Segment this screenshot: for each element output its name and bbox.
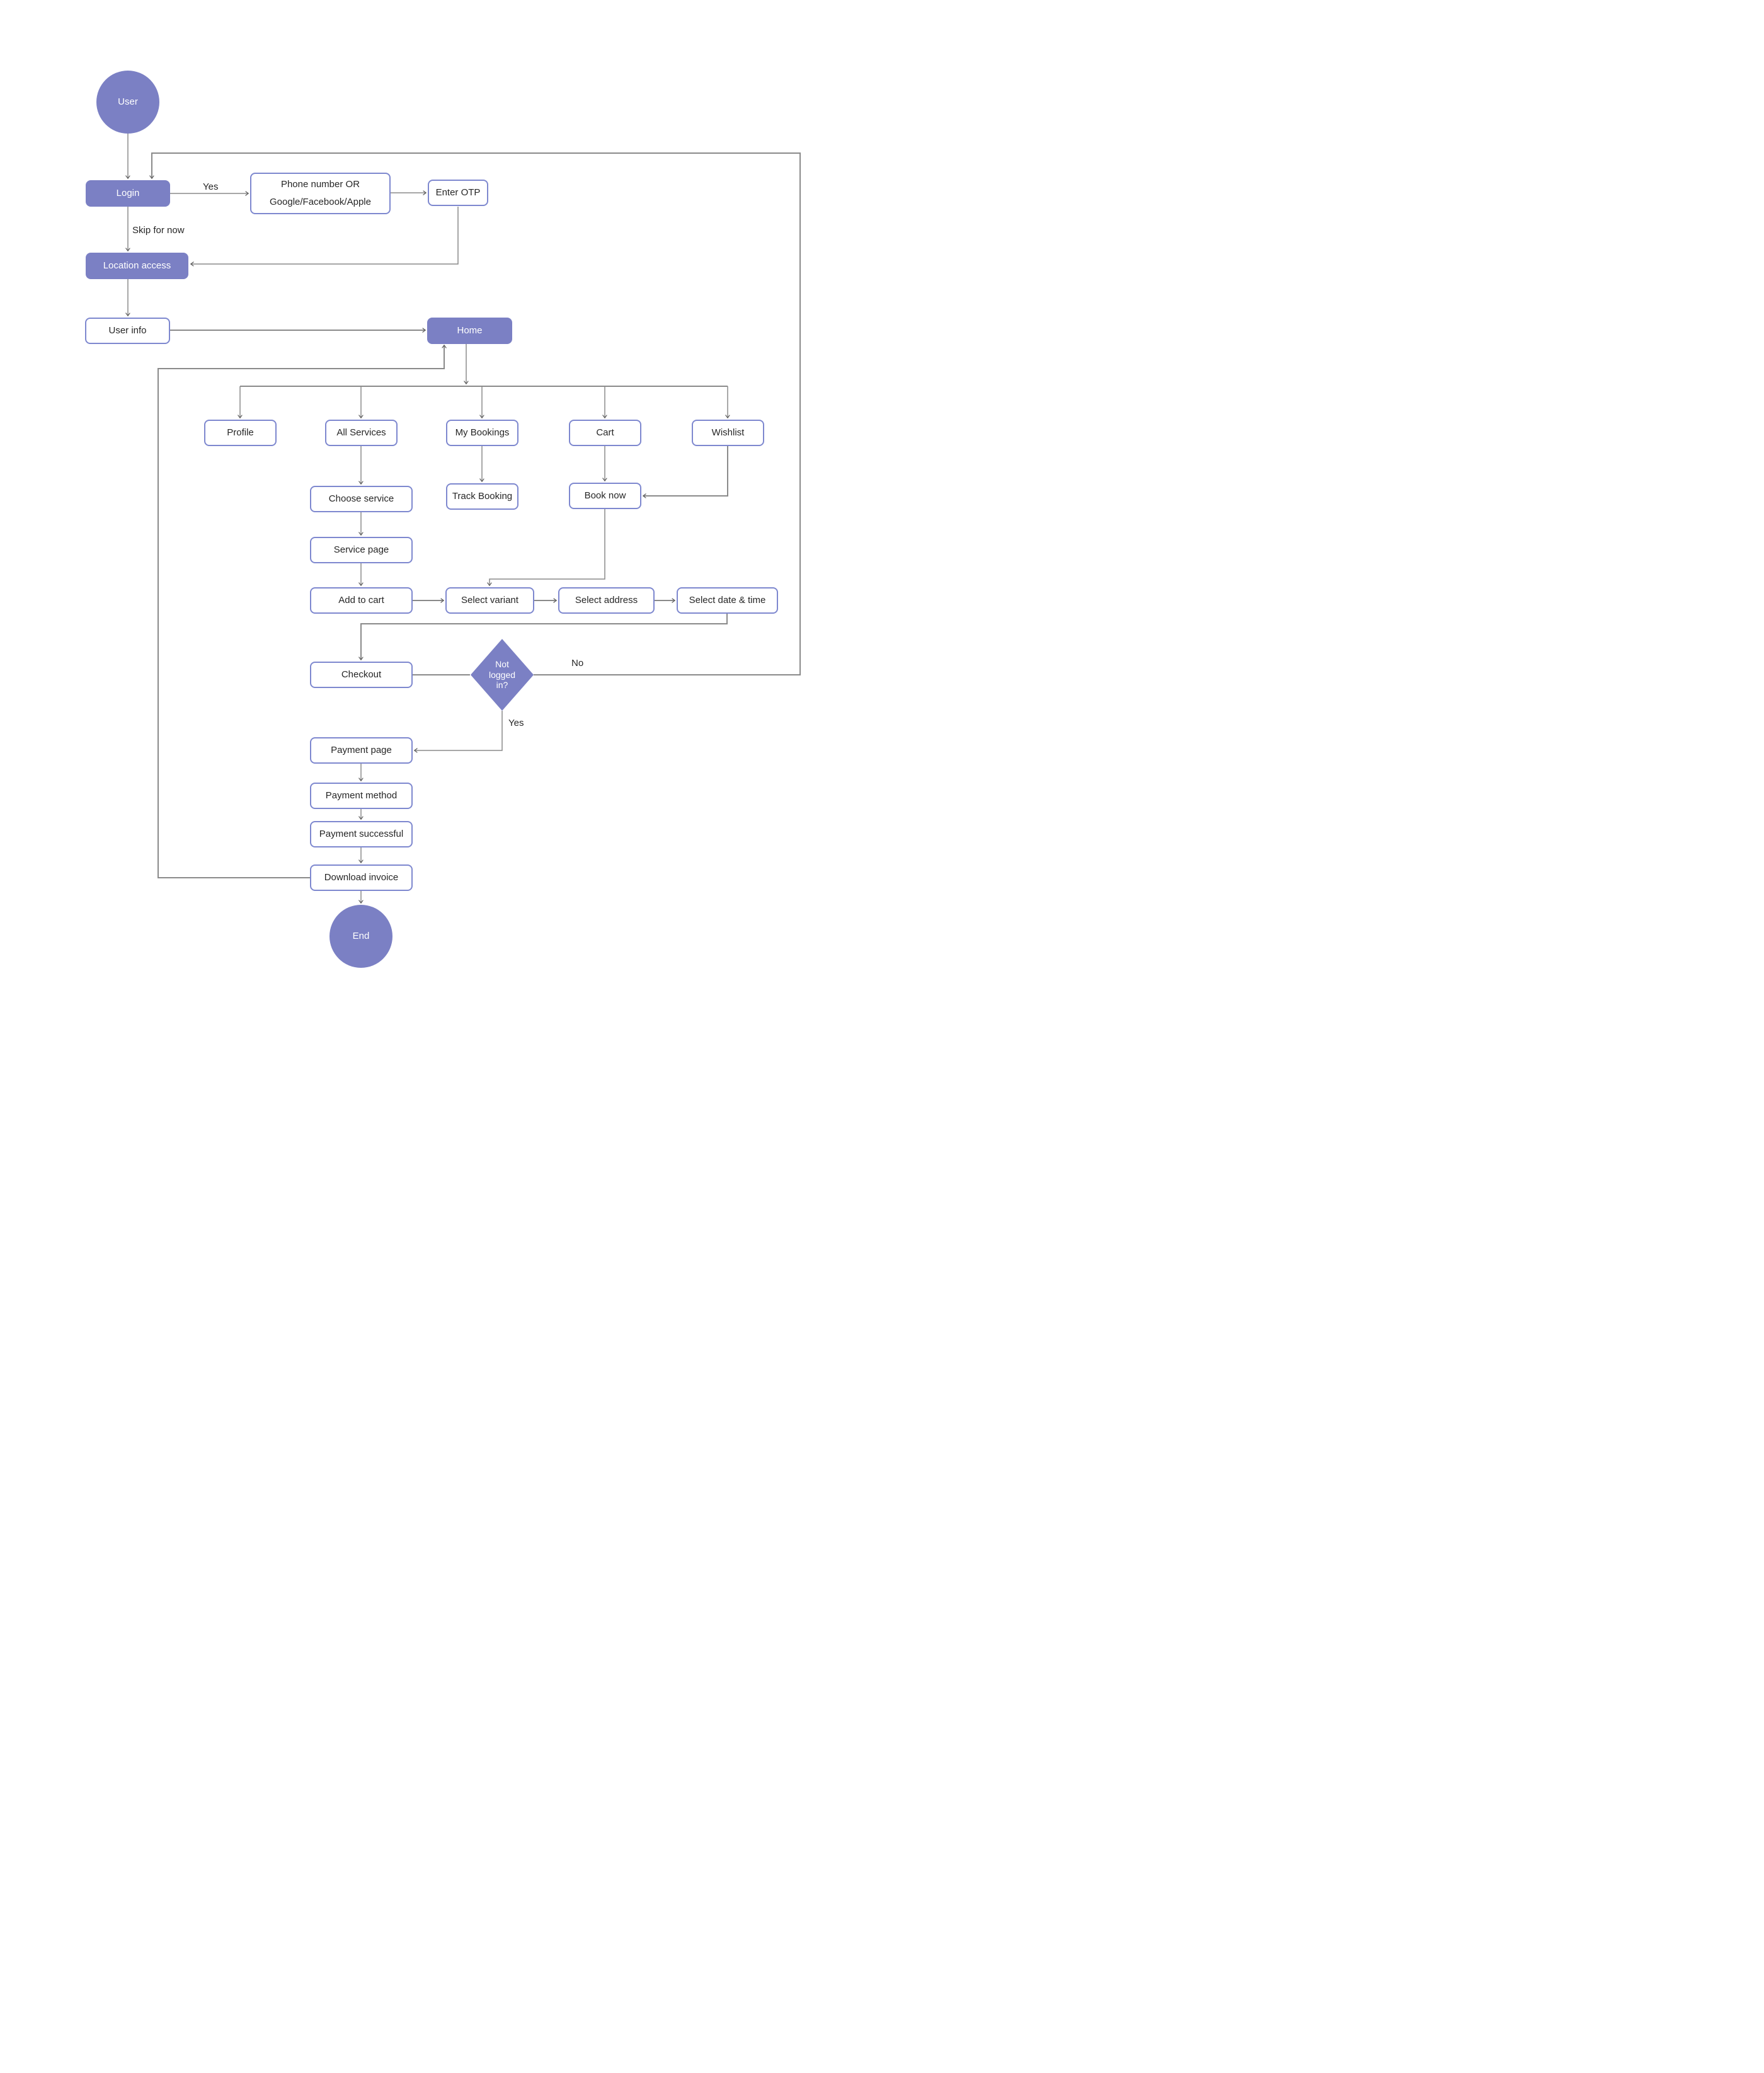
track-booking-node: Track Booking	[446, 483, 518, 510]
select-variant-node: Select variant	[445, 587, 534, 614]
payment-page-node: Payment page	[310, 737, 413, 764]
profile-node-label: Profile	[227, 427, 254, 438]
select-address-node-label: Select address	[575, 594, 638, 606]
payment-successful-node: Payment successful	[310, 821, 413, 847]
not-logged-in-decision-label: Not logged in?	[488, 658, 516, 691]
all-services-node-label: All Services	[336, 427, 386, 438]
track-booking-node-label: Track Booking	[452, 490, 513, 502]
login-node-label: Login	[116, 187, 140, 198]
end-node-label: End	[352, 930, 370, 941]
connector-layer	[0, 134, 801, 1036]
select-address-node: Select address	[558, 587, 655, 614]
choose-service-node-label: Choose service	[328, 493, 394, 504]
phone-or-social-node-label: Phone number OR Google/Facebook/Apple	[270, 178, 371, 208]
wishlist-node: Wishlist	[692, 420, 764, 446]
login-node: Login	[86, 180, 170, 207]
enter-otp-node: Enter OTP	[428, 180, 488, 206]
home-node-label: Home	[457, 324, 483, 336]
profile-node: Profile	[204, 420, 277, 446]
add-to-cart-node: Add to cart	[310, 587, 413, 614]
user-info-node: User info	[85, 318, 170, 344]
location-access-node-label: Location access	[103, 260, 171, 271]
add-to-cart-node-label: Add to cart	[338, 594, 384, 606]
choose-service-node: Choose service	[310, 486, 413, 512]
book-now-node: Book now	[569, 483, 641, 509]
checkout-node-label: Checkout	[341, 669, 382, 680]
service-page-node: Service page	[310, 537, 413, 563]
download-invoice-node: Download invoice	[310, 864, 413, 891]
start-node-user: User	[96, 71, 159, 134]
checkout-node: Checkout	[310, 662, 413, 688]
select-date-time-node-label: Select date & time	[689, 594, 766, 606]
edge-label-not-logged-yes: Yes	[508, 718, 524, 728]
edge-selectdatetime-checkout	[361, 614, 728, 660]
edge-booknow-selectvariant	[490, 509, 605, 585]
edge-diamond-paymentpage	[415, 711, 503, 750]
my-bookings-node: My Bookings	[446, 420, 518, 446]
edge-label-login-yes: Yes	[203, 181, 219, 192]
edge-no-loop-to-login	[152, 152, 801, 675]
cart-node: Cart	[569, 420, 641, 446]
start-node-user-label: User	[118, 96, 138, 107]
location-access-node: Location access	[86, 253, 188, 279]
payment-successful-node-label: Payment successful	[319, 828, 404, 839]
edge-wishlist-booknow	[643, 446, 728, 496]
select-date-time-node: Select date & time	[677, 587, 778, 614]
not-logged-in-decision: Not logged in?	[484, 657, 520, 692]
all-services-node: All Services	[325, 420, 398, 446]
cart-node-label: Cart	[596, 427, 614, 438]
my-bookings-node-label: My Bookings	[455, 427, 510, 438]
download-invoice-node-label: Download invoice	[324, 871, 399, 883]
service-page-node-label: Service page	[333, 544, 389, 555]
edge-downloadinvoice-home-loop	[158, 345, 444, 878]
edge-label-not-logged-no: No	[571, 658, 584, 669]
phone-or-social-node: Phone number OR Google/Facebook/Apple	[250, 173, 391, 214]
flowchart-canvas: User Login Yes Phone number OR Google/Fa…	[0, 0, 882, 1036]
user-info-node-label: User info	[108, 324, 147, 336]
select-variant-node-label: Select variant	[461, 594, 518, 606]
edge-otp-location	[191, 207, 459, 264]
payment-method-node: Payment method	[310, 783, 413, 809]
end-node: End	[329, 905, 392, 968]
book-now-node-label: Book now	[584, 490, 626, 501]
decision-diamond-shape	[471, 639, 534, 711]
home-node: Home	[427, 318, 512, 344]
enter-otp-node-label: Enter OTP	[435, 187, 481, 198]
payment-method-node-label: Payment method	[325, 790, 398, 801]
payment-page-node-label: Payment page	[331, 744, 392, 755]
edge-label-skip-for-now: Skip for now	[132, 225, 185, 236]
wishlist-node-label: Wishlist	[711, 427, 745, 438]
